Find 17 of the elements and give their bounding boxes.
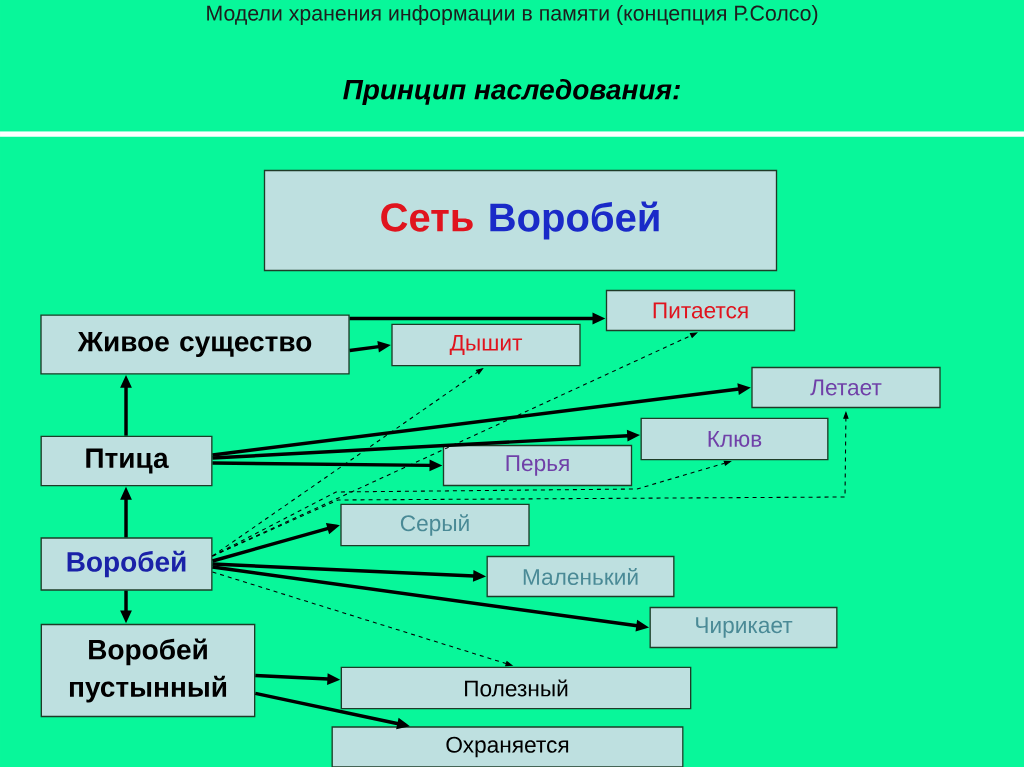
concept-box: Живое существо — [40, 314, 350, 375]
title-box: Сеть Воробей — [263, 169, 778, 272]
property-box: Чирикает — [649, 606, 838, 649]
property-box: Перья — [442, 444, 633, 487]
property-box: Охраняется — [331, 726, 684, 767]
property-box: Питается — [605, 289, 796, 332]
title: Модели хранения информации в памяти (концепция Р.Солсо) — [207, 5, 818, 25]
property-box: Маленький — [486, 555, 675, 598]
property-box: Серый — [340, 503, 530, 547]
heading: Принцип наследования: — [343, 78, 680, 106]
property-box: Клюв — [640, 417, 829, 461]
concept-box: Воробей пустынный — [40, 623, 256, 718]
concept-box: Воробей — [40, 537, 213, 591]
concept-box: Птица — [40, 435, 213, 487]
property-box: Полезный — [340, 666, 692, 710]
property-box: Дышит — [391, 323, 581, 367]
property-box: Летает — [751, 366, 941, 409]
